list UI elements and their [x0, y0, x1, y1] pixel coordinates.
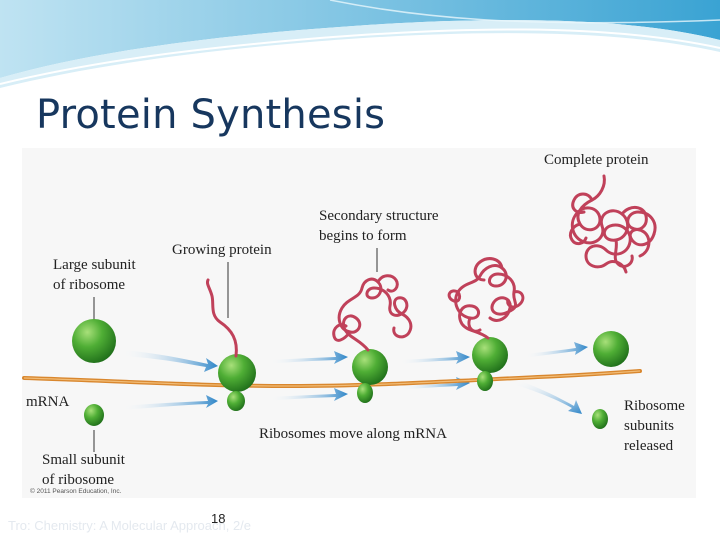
slide-title: Protein Synthesis [36, 92, 386, 138]
label-ribosomes-move: Ribosomes move along mRNA [259, 426, 447, 442]
label-released-line2: subunits [624, 418, 675, 434]
large-subunit-free [72, 319, 116, 363]
leader-lines [93, 248, 378, 452]
motion-arrows-upper [120, 342, 588, 372]
large-subunit-released [593, 331, 629, 367]
ribosome-2 [352, 349, 388, 403]
small-subunit-released [592, 409, 608, 429]
label-complete-protein: Complete protein [544, 152, 649, 168]
figure-copyright: © 2011 Pearson Education, Inc. [30, 488, 122, 495]
label-large-subunit-line2: of ribosome [53, 277, 126, 293]
label-released-line3: released [624, 438, 674, 454]
ribosome-3 [472, 337, 508, 391]
complete-protein [568, 174, 657, 274]
label-secondary-structure-line2: begins to form [319, 228, 407, 244]
ribosome-1 [218, 354, 256, 411]
label-small-subunit-line1: Small subunit [42, 452, 125, 468]
label-mrna: mRNA [26, 394, 70, 410]
label-released-line1: Ribosome [624, 398, 685, 414]
motion-arrows-lower [120, 377, 582, 414]
small-subunit-free [84, 404, 104, 426]
secondary-structure-protein [332, 274, 413, 352]
label-small-subunit-line2: of ribosome [42, 472, 115, 488]
slide-footer: Tro: Chemistry: A Molecular Approach, 2/… [8, 518, 252, 533]
slide-page-number: 18 [211, 511, 226, 526]
growing-protein-chain [206, 278, 238, 358]
folding-protein [447, 257, 525, 340]
label-growing-protein: Growing protein [172, 242, 272, 258]
label-large-subunit-line1: Large subunit [53, 257, 136, 273]
header-wave-decoration [0, 0, 720, 88]
mrna-strand [22, 369, 642, 389]
label-secondary-structure-line1: Secondary structure [319, 208, 439, 224]
